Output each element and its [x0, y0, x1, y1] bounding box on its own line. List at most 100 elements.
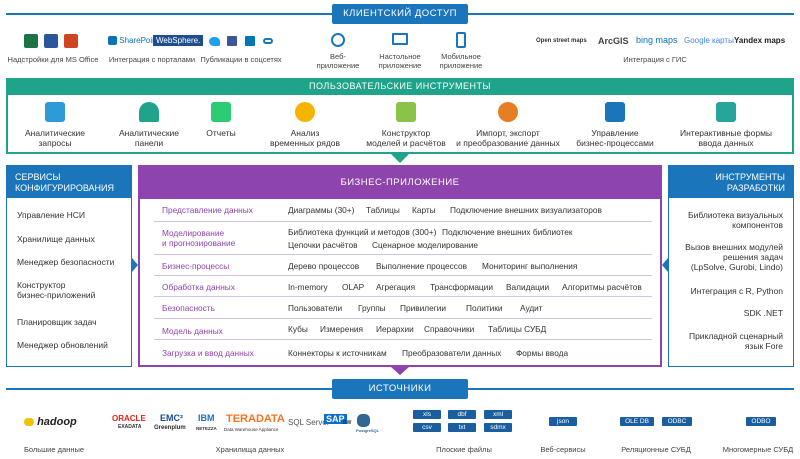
config-item[interactable]: Менеджер безопасности: [17, 257, 115, 267]
form-input-icon: [716, 102, 736, 122]
multi-tag-odbo: ODBO: [746, 417, 776, 426]
tool-analytic-queries[interactable]: Аналитические запросы: [18, 102, 92, 148]
row-item[interactable]: Преобразователи данных: [402, 348, 502, 358]
tool-model-builder[interactable]: Конструктор моделей и расчётов: [358, 102, 454, 148]
web-services-label: Веб-сервисы: [540, 445, 586, 454]
row-item[interactable]: Выполнение процессов: [376, 261, 468, 271]
flat-tag-xls: xls: [413, 410, 441, 419]
config-item[interactable]: Управление НСИ: [17, 210, 85, 220]
row-item[interactable]: Валидации: [506, 282, 550, 292]
sap-logo: SAP: [324, 414, 347, 424]
hadoop-elephant-icon: [24, 418, 34, 427]
row-item[interactable]: Аудит: [520, 303, 543, 313]
tool-input-forms[interactable]: Интерактивные формы ввода данных: [670, 102, 782, 148]
center-arrow: [391, 367, 409, 375]
flat-tag-csv: csv: [413, 423, 441, 432]
row-item[interactable]: Коннекторы к источникам: [288, 348, 387, 358]
word-icon: [44, 34, 58, 48]
dev-tools-panel: ИНСТРУМЕНТЫ РАЗРАБОТКИ Библиотека визуал…: [668, 165, 794, 367]
row-item[interactable]: Группы: [358, 303, 386, 313]
oracle-logo: ORACLE: [112, 414, 146, 423]
social-icons: [209, 36, 275, 48]
row-label: Бизнес-процессы: [162, 261, 230, 271]
dev-item[interactable]: SDK .NET: [743, 308, 783, 318]
row-item[interactable]: Алгоритмы расчётов: [562, 282, 642, 292]
row-item[interactable]: Подключение внешних визуализаторов: [450, 205, 602, 215]
teradata-logo: TERADATA: [226, 413, 285, 425]
row-item[interactable]: In-memory: [288, 282, 328, 292]
sharepoint-icon: [108, 36, 117, 46]
websphere-logo: WebSphere.: [153, 35, 204, 46]
row-item[interactable]: Агрегация: [376, 282, 416, 292]
business-app-panel: БИЗНЕС-ПРИЛОЖЕНИЕ Представление данных Д…: [138, 165, 662, 367]
bw-logo: BW: [343, 420, 352, 426]
sqlserver-logo: SQL Server: [288, 418, 330, 427]
row-modeling: Моделирование и прогнозирование Библиоте…: [154, 221, 652, 254]
row-item[interactable]: Цепочки расчётов: [288, 240, 358, 250]
user-tools-header: ПОЛЬЗОВАТЕЛЬСКИЕ ИНСТРУМЕНТЫ: [6, 78, 794, 95]
hadoop-logo: hadoop: [24, 416, 77, 428]
dev-item[interactable]: Библиотека визуальных компонентов: [688, 210, 783, 230]
left-arrow: [132, 258, 138, 272]
row-item[interactable]: Измерения: [320, 324, 364, 334]
powerpoint-icon: [64, 34, 78, 48]
row-item[interactable]: Таблицы СУБД: [488, 324, 547, 334]
tool-reports[interactable]: Отчеты: [196, 102, 246, 138]
linkedin-icon: [245, 36, 255, 46]
row-label: Представление данных: [162, 205, 253, 215]
business-app-title: БИЗНЕС-ПРИЛОЖЕНИЕ: [140, 167, 660, 199]
multi-dbms-label: Многомерные СУБД: [722, 445, 794, 454]
row-label: Обработка данных: [162, 282, 235, 292]
tool-business-process[interactable]: Управление бизнес-процессами: [570, 102, 660, 148]
row-item[interactable]: Дерево процессов: [288, 261, 360, 271]
row-item[interactable]: Пользователи: [288, 303, 343, 313]
row-data-processing: Обработка данных In-memory OLAP Агрегаци…: [154, 275, 652, 296]
tool-time-series[interactable]: Анализ временных рядов: [262, 102, 348, 148]
row-item[interactable]: Сценарное моделирование: [372, 240, 478, 250]
sharepoint-text: SharePoint: [119, 36, 159, 45]
row-item[interactable]: Трансформации: [430, 282, 493, 292]
portals-label: Интеграция с порталами: [108, 55, 196, 64]
row-item[interactable]: Подключение внешних библиотек: [442, 227, 573, 237]
row-item[interactable]: Справочники: [424, 324, 475, 334]
tool-label: Анализ временных рядов: [269, 128, 341, 148]
dev-item[interactable]: Интеграция с R, Python: [690, 286, 783, 296]
dev-tools-title: ИНСТРУМЕНТЫ РАЗРАБОТКИ: [669, 166, 793, 198]
dev-item[interactable]: Прикладной сценарный язык Fore: [688, 331, 783, 351]
row-data-presentation: Представление данных Диаграммы (30+) Таб…: [154, 199, 652, 221]
row-item[interactable]: Иерархии: [376, 324, 414, 334]
tool-import-export[interactable]: Импорт, экспорт и преобразование данных: [454, 102, 562, 148]
row-item[interactable]: Кубы: [288, 324, 308, 334]
config-item[interactable]: Менеджер обновлений: [17, 340, 108, 350]
netezza-logo: NETEZZA: [196, 426, 217, 431]
row-item[interactable]: Карты: [412, 205, 436, 215]
office-label: Надстройки для MS Office: [7, 55, 99, 64]
postgresql-elephant-icon: [357, 414, 370, 427]
dev-item[interactable]: Вызов внешних модулей решения задач (LpS…: [685, 242, 783, 272]
model-builder-icon: [396, 102, 416, 122]
ibm-logo: IBM: [198, 413, 215, 423]
config-item[interactable]: Хранилище данных: [17, 234, 95, 244]
row-item[interactable]: OLAP: [342, 282, 365, 292]
row-item[interactable]: Мониторинг выполнения: [482, 261, 578, 271]
config-item[interactable]: Планировщик задач: [17, 317, 97, 327]
row-item[interactable]: Таблицы: [366, 205, 400, 215]
sources-banner: ИСТОЧНИКИ: [332, 379, 468, 399]
report-icon: [211, 102, 231, 122]
row-item[interactable]: Привилегии: [400, 303, 447, 313]
row-item[interactable]: Политики: [466, 303, 503, 313]
row-item[interactable]: Формы ввода: [516, 348, 569, 358]
desktop-icon: [392, 33, 408, 45]
tool-label: Отчеты: [206, 128, 236, 138]
row-item[interactable]: Диаграммы (30+): [288, 205, 355, 215]
facebook-icon: [227, 36, 237, 46]
config-item[interactable]: Конструктор бизнес-приложений: [17, 280, 96, 300]
tool-label: Интерактивные формы ввода данных: [679, 128, 773, 148]
tool-label: Импорт, экспорт и преобразование данных: [456, 128, 560, 148]
tool-dashboards[interactable]: Аналитические панели: [112, 102, 186, 148]
rel-dbms-label: Реляционные СУБД: [621, 445, 691, 454]
row-label: Безопасность: [162, 303, 215, 313]
row-item[interactable]: Библиотека функций и методов (300+): [288, 227, 437, 237]
cube-icon: [45, 102, 65, 122]
tool-label: Аналитические запросы: [24, 128, 86, 148]
